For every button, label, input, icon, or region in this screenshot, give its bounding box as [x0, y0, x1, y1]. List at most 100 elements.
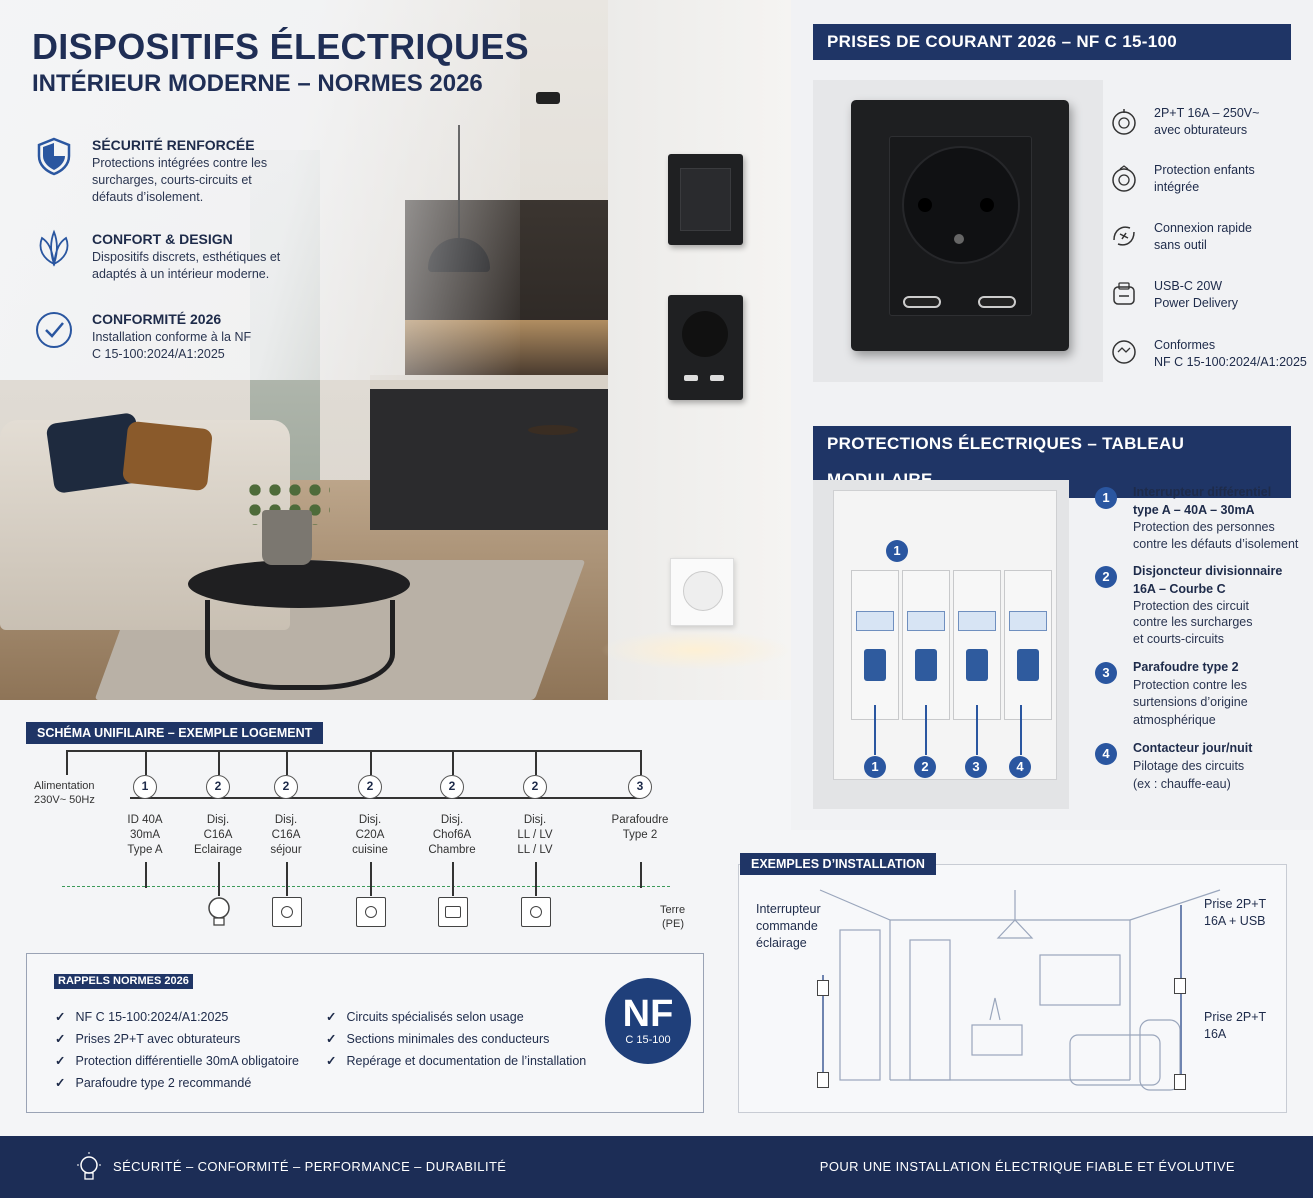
main-line [130, 797, 640, 799]
spec-line: intégrée [1154, 180, 1200, 194]
install-wire [1180, 905, 1182, 1085]
rappel-item: Sections minimales des conducteurs [326, 1028, 586, 1050]
schema-node-label-line: Eclairage [194, 844, 242, 856]
child-lock-icon [1112, 165, 1136, 192]
bar-stool [528, 425, 578, 435]
install-box [738, 864, 1287, 1113]
ceiling-spot [536, 92, 560, 104]
floor-glow [600, 630, 791, 670]
node-drop [640, 862, 642, 888]
spec-line: sans outil [1154, 238, 1207, 252]
interior-photo [0, 0, 791, 700]
breaker-number: 2 [914, 756, 936, 778]
footer: SÉCURITÉ – CONFORMITÉ – PERFORMANCE – DU… [0, 1136, 1313, 1198]
protection-number: 4 [1095, 743, 1117, 765]
socket-symbol-icon [272, 897, 302, 927]
nf-seal-sub: C 15-100 [625, 1034, 671, 1046]
feature-text: Installation conforme à la NF C 15-100:2… [92, 330, 252, 361]
feature-title: CONFORMITÉ 2026 [92, 311, 222, 327]
rappel-item: Prises 2P+T avec obturateurs [55, 1028, 299, 1050]
schema-node-label-line: Disj. [523, 814, 547, 826]
kitchen-island [370, 375, 608, 530]
breaker-module [902, 570, 950, 720]
node-connector [452, 750, 454, 775]
spec-line: Power Delivery [1154, 296, 1239, 310]
coffee-table [188, 560, 410, 608]
spec-line: Conformes [1154, 338, 1216, 352]
earth-label: Terre [660, 904, 686, 916]
callout-line [925, 705, 927, 755]
lightbulb-icon [77, 1152, 101, 1180]
feature-text: Dispositifs discrets, esthétiques et ada… [92, 250, 281, 281]
protection-title: Interrupteur différentiel [1133, 485, 1272, 499]
usb-c-port [978, 296, 1016, 308]
earth-label: (PE) [662, 918, 684, 930]
node-drop [452, 862, 454, 896]
room-sketch [819, 889, 1221, 1091]
earth-line [62, 886, 670, 887]
schema-node: 2 [523, 775, 547, 799]
breaker-module [953, 570, 1001, 720]
socket-symbol-icon [356, 897, 386, 927]
supply-label: 230V~ 50Hz [34, 794, 95, 806]
nf-seal-main: NF [622, 993, 674, 1035]
wall-socket-usb [668, 295, 743, 400]
feature-compliance [34, 310, 74, 355]
protection-text: Protection des personnes [1133, 520, 1275, 534]
install-label: Prise 2P+T [1204, 897, 1267, 911]
schema-node: 1 [133, 775, 157, 799]
page-title: DISPOSITIFS ÉLECTRIQUES [32, 26, 529, 67]
node-drop [370, 862, 372, 896]
leaf-icon [39, 229, 69, 267]
socket-pin [918, 198, 932, 212]
node-drop [535, 862, 537, 896]
shield-icon [37, 137, 71, 176]
light-bulb-icon [205, 895, 233, 934]
breaker-number: 3 [965, 756, 987, 778]
nf-seal: NF C 15-100 [605, 978, 691, 1064]
spec-line: NF C 15-100:2024/A1:2025 [1154, 355, 1307, 369]
schema-node-label-line: Disj. [440, 814, 464, 826]
protection-number: 2 [1095, 566, 1117, 588]
spec-line: 2P+T 16A – 250V~ [1154, 106, 1260, 120]
feature-security [34, 136, 74, 181]
rappel-item: Parafoudre type 2 recommandé [55, 1072, 299, 1094]
protection-title: 16A – Courbe C [1133, 582, 1226, 596]
feature-title: SÉCURITÉ RENFORCÉE [92, 137, 255, 153]
wall-switch [668, 154, 743, 245]
white-socket [670, 558, 734, 626]
protection-text: Protection contre les [1133, 678, 1247, 692]
earth-pin [954, 234, 964, 244]
protection-text: contre les surcharges [1133, 615, 1253, 629]
node-connector [218, 750, 220, 775]
schema-node-label-line: C20A [355, 829, 385, 841]
node-connector [640, 750, 642, 775]
protection-number: 1 [1095, 487, 1117, 509]
spec-line: USB-C 20W [1154, 279, 1223, 293]
protection-text: Pilotage des circuits [1133, 759, 1245, 773]
rappel-item: NF C 15-100:2024/A1:2025 [55, 1006, 299, 1028]
protection-title: type A – 40A – 30mA [1133, 503, 1255, 517]
node-connector [535, 750, 537, 775]
supply-label: Alimentation [34, 780, 95, 792]
title-fade [0, 0, 520, 380]
protection-number: 3 [1095, 662, 1117, 684]
schema-node-label-line: Chambre [428, 844, 476, 856]
callout-line [874, 705, 876, 755]
schema-node-label-line: séjour [270, 844, 302, 856]
usb-c-port [903, 296, 941, 308]
protection-text: (ex : chauffe-eau) [1133, 777, 1231, 791]
rappels-col1: NF C 15-100:2024/A1:2025 Prises 2P+T ave… [55, 1006, 299, 1094]
protection-text: contre les défauts d’isolement [1133, 537, 1299, 551]
rappels-header: RAPPELS NORMES 2026 [54, 974, 193, 989]
install-label: 16A + USB [1204, 914, 1266, 928]
schema-node: 2 [358, 775, 382, 799]
footer-right: POUR UNE INSTALLATION ÉLECTRIQUE FIABLE … [819, 1159, 1235, 1174]
socket-marker [1174, 1074, 1186, 1090]
node-connector [286, 750, 288, 775]
node-drop [286, 862, 288, 896]
